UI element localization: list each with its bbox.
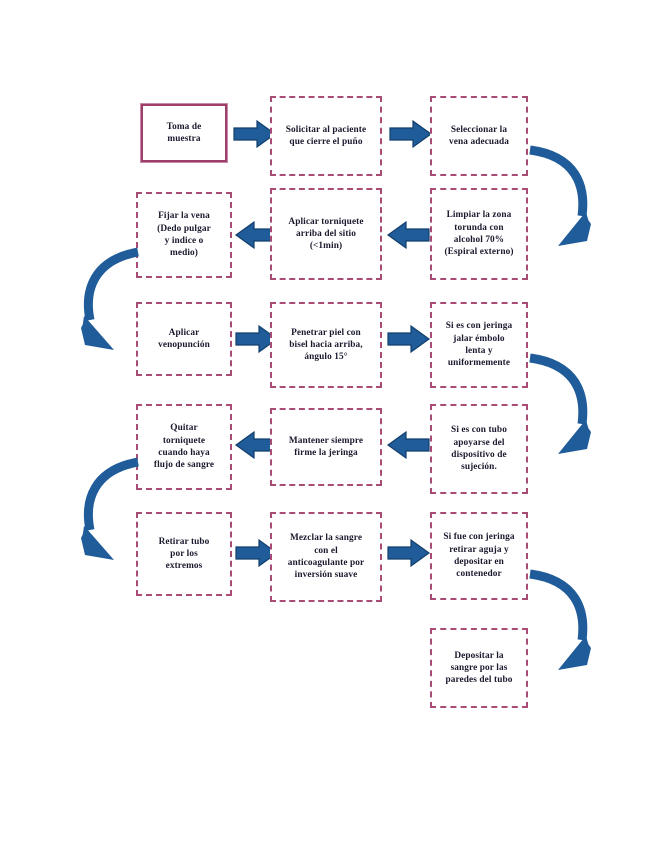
curved-arrow-n12-to-n13 — [72, 454, 152, 574]
curved-arrow-n3-to-n4 — [524, 140, 604, 260]
curved-arrow-n6-to-n7 — [72, 244, 152, 364]
curved-arrow-n15-to-n16 — [524, 568, 604, 683]
curved-arrow-n9-to-n10 — [524, 352, 604, 467]
